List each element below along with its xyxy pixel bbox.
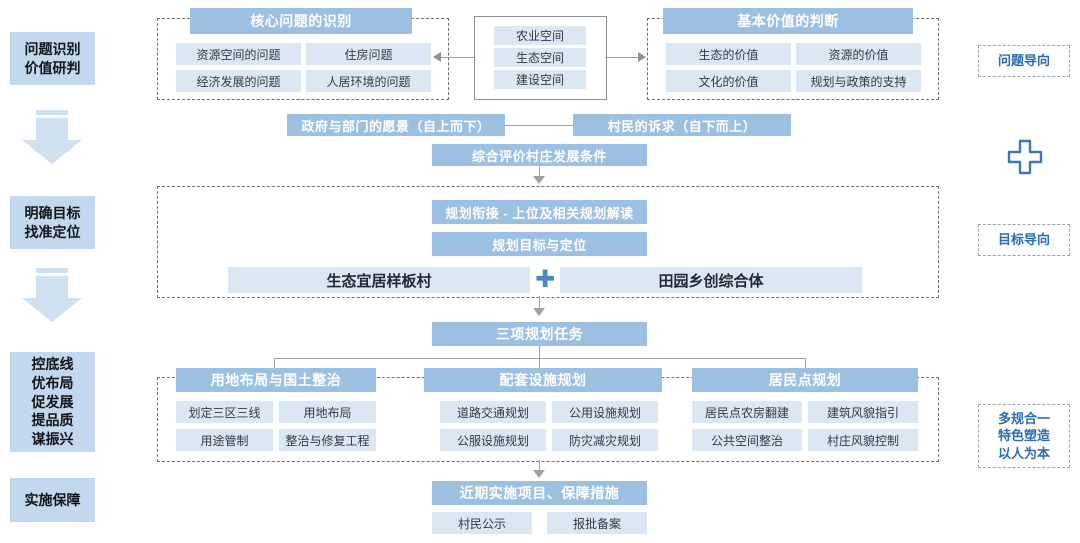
space-item: 农业空间 (494, 26, 586, 45)
task-item: 建筑风貌指引 (808, 401, 918, 423)
goal-linkage-bar: 规划衔接 - 上位及相关规划解读 (432, 200, 647, 224)
task-group-header: 用地布局与国土整治 (176, 368, 376, 392)
stage-label-problem: 问题识别价值研判 (10, 32, 95, 85)
task-item: 用地布局 (279, 401, 376, 423)
task-item: 整治与修复工程 (279, 429, 376, 451)
implementation-item: 报批备案 (547, 512, 647, 534)
side-tag-goal-oriented: 目标导向 (978, 224, 1070, 256)
goal-target-right: 田园乡创综合体 (560, 267, 862, 293)
task-item: 居民点农房翻建 (692, 401, 802, 423)
task-item: 公共空间整治 (692, 429, 802, 451)
connector-tasks-trunk (539, 346, 540, 358)
connector-tasks-branch-mid (539, 358, 540, 370)
stage-label-implementation: 实施保障 (10, 478, 95, 522)
stage-arrow-2 (22, 268, 82, 322)
value-item: 资源的价值 (796, 43, 921, 65)
problem-group-header: 核心问题的识别 (190, 8, 412, 34)
stage-arrow-1 (22, 110, 82, 164)
connector-synthesis-down (539, 166, 540, 178)
vision-villager-bar: 村民的诉求（自下而上） (573, 114, 791, 136)
problem-item: 经济发展的问题 (176, 70, 301, 92)
stage-label-tasks: 控底线优布局促发展提品质谋振兴 (10, 352, 95, 452)
task-group-header: 居民点规划 (692, 368, 918, 392)
connector-space-to-problem (440, 57, 474, 58)
arrow-right-icon (638, 52, 646, 62)
connector-tasks-branch-left (274, 358, 275, 370)
goal-target-left: 生态宜居样板村 (228, 267, 530, 293)
space-item: 建设空间 (494, 70, 586, 89)
side-tag-problem-oriented: 问题导向 (978, 45, 1070, 77)
goal-positioning-bar: 规划目标与定位 (432, 232, 647, 256)
value-item: 文化的价值 (666, 70, 791, 92)
problem-item: 住房问题 (306, 43, 431, 65)
task-item: 公服设施规划 (440, 429, 546, 451)
connector-vision-pair (505, 125, 573, 126)
task-item: 道路交通规划 (440, 401, 546, 423)
arrow-down-icon (533, 176, 545, 184)
task-item: 公用设施规划 (552, 401, 658, 423)
connector-space-to-value (605, 57, 639, 58)
arrow-left-icon (433, 52, 441, 62)
connector-goal-down (539, 296, 540, 310)
goal-group-container (157, 186, 939, 298)
task-item: 村庄风貌控制 (808, 429, 918, 451)
value-item: 生态的价值 (666, 43, 791, 65)
implementation-item: 村民公示 (432, 512, 532, 534)
tasks-header: 三项规划任务 (432, 322, 647, 346)
value-item: 规划与政策的支持 (796, 70, 921, 92)
task-item: 防灾减灾规划 (552, 429, 658, 451)
plus-solid-icon: ✚ (534, 266, 556, 293)
side-tag-integration: 多规合一特色塑造以人为本 (978, 404, 1070, 468)
space-item: 生态空间 (494, 48, 586, 67)
vision-government-bar: 政府与部门的愿景（自上而下） (287, 114, 505, 136)
problem-item: 资源空间的问题 (176, 43, 301, 65)
task-group-header: 配套设施规划 (424, 368, 662, 392)
task-item: 用途管制 (176, 429, 273, 451)
plus-outline-icon (1006, 138, 1044, 176)
problem-item: 人居环境的问题 (306, 70, 431, 92)
stage-label-goal: 明确目标找准定位 (10, 196, 95, 249)
connector-implementation-down (539, 460, 540, 472)
value-group-header: 基本价值的判断 (663, 8, 913, 34)
arrow-down-icon (533, 308, 545, 316)
arrow-down-icon (533, 470, 545, 478)
connector-tasks-branch-right (805, 358, 806, 370)
implementation-header: 近期实施项目、保障措施 (432, 481, 647, 505)
vision-synthesis-bar: 综合评价村庄发展条件 (432, 144, 647, 166)
task-item: 划定三区三线 (176, 401, 273, 423)
